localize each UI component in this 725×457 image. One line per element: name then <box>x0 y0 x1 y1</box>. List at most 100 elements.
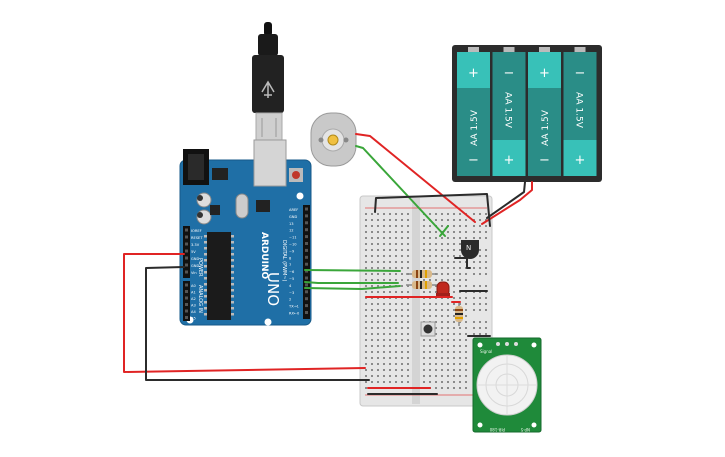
header-pin[interactable] <box>185 283 188 287</box>
header-pin[interactable] <box>305 304 308 308</box>
push-button[interactable] <box>420 321 436 337</box>
breadboard-hole <box>395 291 397 293</box>
pin-label: GND <box>191 257 199 261</box>
header-pin[interactable] <box>305 276 308 280</box>
pin-label: ~10 <box>289 243 297 247</box>
header-pin[interactable] <box>305 242 308 245</box>
header-pin[interactable] <box>185 256 188 260</box>
wire-black-battery[interactable] <box>486 181 526 219</box>
wire-green-signal-1[interactable] <box>304 269 401 272</box>
header-pin[interactable] <box>185 263 188 267</box>
breadboard-hole <box>371 363 373 365</box>
pin-label: A4 <box>191 310 196 314</box>
breadboard-hole <box>441 243 443 245</box>
header-pin[interactable] <box>305 311 308 314</box>
breadboard-hole <box>407 237 409 239</box>
wire-red-battery[interactable] <box>481 181 533 225</box>
wire-green-bb-1[interactable] <box>439 225 449 237</box>
breadboard-hole <box>395 219 397 221</box>
breadboard-hole <box>465 297 467 299</box>
header-pin[interactable] <box>185 270 188 274</box>
breadboard-hole <box>377 303 379 305</box>
pir-sensor[interactable]: Signal NP-5 PIR-180 <box>472 337 542 433</box>
pir-label-bottom-2: PIR-180 <box>489 427 505 432</box>
breadboard-hole <box>395 225 397 227</box>
npn-transistor[interactable]: N <box>461 240 479 259</box>
battery-pack[interactable]: +−AA 1.5V−+AA 1.5V+−AA 1.5V−+AA 1.5V <box>452 45 602 182</box>
breadboard-hole <box>429 231 431 233</box>
breadboard-hole <box>371 255 373 257</box>
header-pin[interactable] <box>305 214 308 218</box>
breadboard-hole <box>441 267 443 269</box>
wire-black-gnd[interactable] <box>145 266 370 381</box>
arduino-usb-socket <box>253 139 287 187</box>
breadboard-hole <box>441 309 443 311</box>
breadboard-hole <box>429 369 431 371</box>
breadboard-hole <box>473 225 475 227</box>
breadboard-hole <box>459 267 461 269</box>
breadboard-hole <box>473 273 475 275</box>
header-pin[interactable] <box>185 296 188 300</box>
header-pin[interactable] <box>305 283 308 287</box>
pin-label: GND <box>191 264 199 268</box>
breadboard-hole <box>441 273 443 275</box>
breadboard[interactable] <box>359 195 493 407</box>
wire-green-motor[interactable] <box>355 145 446 237</box>
header-pin[interactable] <box>305 235 308 239</box>
pin-label: A2 <box>191 297 196 301</box>
usb-cable[interactable] <box>252 22 284 142</box>
dc-motor[interactable] <box>310 112 357 167</box>
breadboard-hole <box>377 237 379 239</box>
breadboard-hole <box>383 237 385 239</box>
header-pin[interactable] <box>305 290 308 294</box>
breadboard-hole <box>479 249 481 251</box>
breadboard-hole <box>377 213 379 215</box>
resistor[interactable] <box>406 281 438 289</box>
header-pin[interactable] <box>185 242 188 246</box>
wire-red-5v[interactable] <box>123 253 366 373</box>
chip-pin <box>204 307 207 310</box>
pin-label: ~6 <box>289 270 295 274</box>
wire-green-signal-3[interactable] <box>304 285 401 290</box>
header-pin[interactable] <box>305 255 308 259</box>
arduino-uno-board[interactable]: ARDUINO UNO POWER ANALOG IN DIGITAL (PWM… <box>179 139 312 326</box>
breadboard-hole <box>401 357 403 359</box>
resistor[interactable] <box>455 302 463 326</box>
header-pin[interactable] <box>305 262 308 266</box>
header-pin[interactable] <box>185 228 188 232</box>
breadboard-hole <box>485 219 487 221</box>
header-pin[interactable] <box>305 207 308 211</box>
battery-cell: −+AA 1.5V <box>492 47 526 176</box>
header-pin[interactable] <box>305 297 308 301</box>
wire-red-motor[interactable] <box>355 133 476 223</box>
chip-pin <box>231 247 234 250</box>
breadboard-hole <box>383 315 385 317</box>
wire-black-bb-2[interactable] <box>454 257 471 269</box>
led-red[interactable] <box>436 281 450 297</box>
breadboard-hole <box>407 381 409 383</box>
wire-black-top-rail[interactable] <box>374 193 491 227</box>
breadboard-hole <box>365 219 367 221</box>
resistor[interactable] <box>406 270 438 278</box>
breadboard-hole <box>401 345 403 347</box>
header-pin[interactable] <box>185 303 188 306</box>
header-pin[interactable] <box>305 269 308 273</box>
pin-label: GND <box>289 215 297 219</box>
header-pin[interactable] <box>185 316 188 319</box>
header-pin[interactable] <box>185 249 188 253</box>
breadboard-hole <box>459 369 461 371</box>
header-pin[interactable] <box>185 290 188 293</box>
wire-green-signal-2[interactable] <box>304 281 399 284</box>
breadboard-hole <box>459 255 461 257</box>
breadboard-hole <box>441 363 443 365</box>
header-pin[interactable] <box>305 228 308 232</box>
header-pin[interactable] <box>305 248 308 252</box>
breadboard-hole <box>423 351 425 353</box>
header-pin[interactable] <box>305 221 308 225</box>
crystal-oscillator <box>235 193 249 219</box>
header-pin[interactable] <box>185 235 188 239</box>
header-pin[interactable] <box>185 309 188 313</box>
battery-cell: +−AA 1.5V <box>528 47 561 176</box>
breadboard-hole <box>459 279 461 281</box>
breadboard-hole <box>383 303 385 305</box>
